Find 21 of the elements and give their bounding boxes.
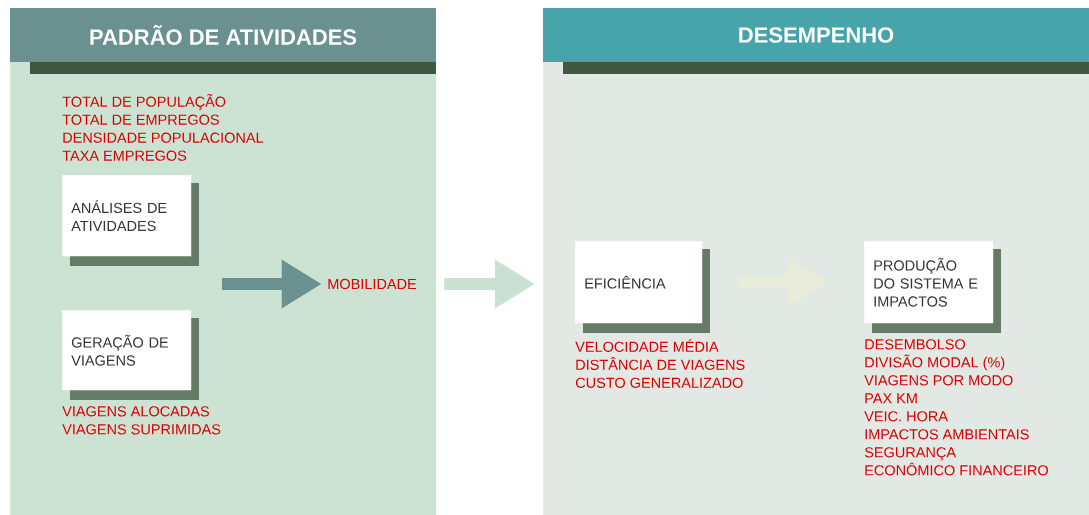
node-label: DIVISÃO MODAL (%) bbox=[865, 354, 1005, 371]
node-label: IMPACTOS AMBIENTAIS bbox=[865, 429, 1029, 440]
process-box: ANÁLISES DE ATIVIDADES bbox=[62, 175, 199, 266]
node-label: DESEMBOLSO bbox=[865, 339, 966, 350]
metric-list: VELOCIDADE MÉDIA DISTÂNCIA DE VIAGENS CUSTO GENERALIZADO bbox=[575, 339, 745, 388]
node-label: SEGURANÇA bbox=[864, 447, 957, 461]
node-label: TAXA EMPREGOS bbox=[62, 150, 187, 161]
node-label: DENSIDADE POPULACIONAL bbox=[63, 132, 264, 143]
node-label: VIAGENS POR MODO bbox=[864, 375, 1013, 386]
process-box: GERAÇÃO DE VIAGENS bbox=[62, 310, 199, 400]
node-label: TOTAL DE EMPREGOS bbox=[62, 114, 219, 125]
metric-list: DESEMBOLSO DIVISÃO MODAL (%) VIAGENS POR MODO PAX KM VEIC. HORA IMPACTOS AMBIENTAIS SEGURANÇA ECONÔMICO FINANCEIRO bbox=[864, 339, 1048, 476]
node-label: ECONÔMICO FINANCEIRO bbox=[865, 462, 1048, 476]
node-label: VEIC. HORA bbox=[864, 411, 948, 422]
metric-list: TOTAL DE POPULAÇÃO TOTAL DE EMPREGOS DENSIDADE POPULACIONAL TAXA EMPREGOS bbox=[62, 93, 264, 161]
label-text: MOBILIDADE bbox=[328, 278, 417, 290]
metric-list: VIAGENS ALOCADAS VIAGENS SUPRIMIDAS bbox=[62, 406, 221, 435]
node-label: TOTAL DE POPULAÇÃO bbox=[62, 93, 226, 110]
node-label: PAX KM bbox=[865, 393, 917, 404]
process-box: PRODUÇÃO DO SISTEMA E IMPACTOS bbox=[864, 241, 1001, 333]
process-box: EFICIÊNCIA bbox=[575, 241, 710, 333]
